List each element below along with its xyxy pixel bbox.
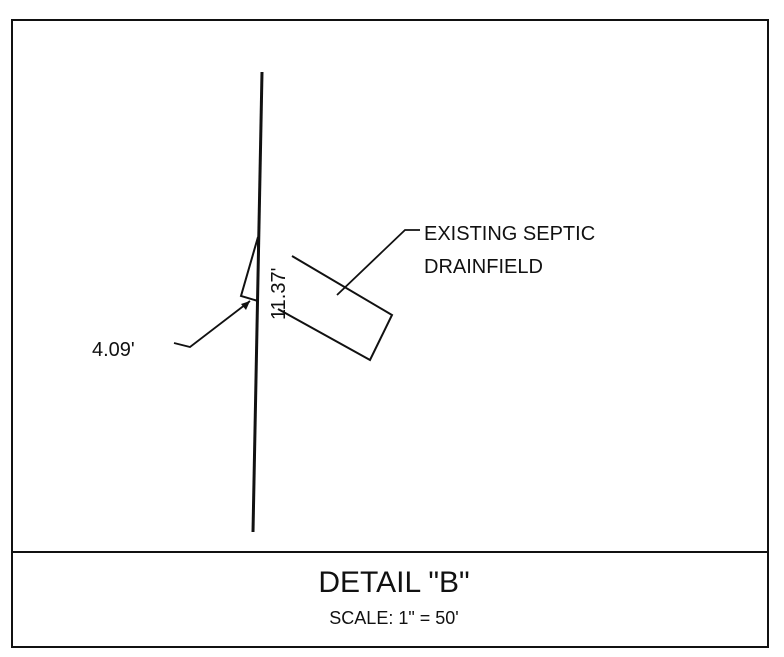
arrowhead — [241, 301, 250, 310]
detail-title: DETAIL "B" — [318, 566, 469, 599]
drainfield-outline — [277, 255, 394, 362]
property-line — [251, 71, 264, 533]
side-dim-leader — [173, 300, 251, 348]
scale-label: SCALE: 1" = 50' — [329, 608, 458, 628]
sheet-border — [11, 19, 769, 648]
offset-triangle — [239, 236, 259, 303]
existing-label-line1: EXISTING SEPTIC — [424, 223, 595, 245]
drainfield-leader — [336, 229, 420, 296]
existing-label-line2: DRAINFIELD — [424, 256, 543, 278]
side-dimension: 4.09' — [92, 339, 135, 361]
offset-dimension: 11.37' — [268, 268, 290, 320]
